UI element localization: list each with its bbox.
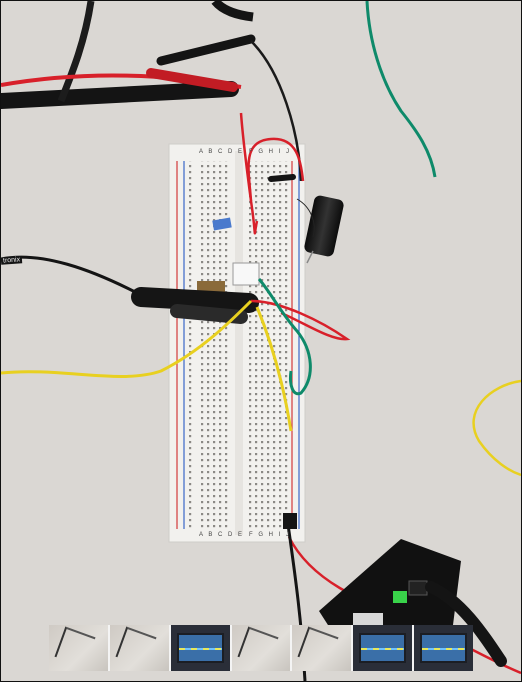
yellow-wire-1 [1, 299, 253, 378]
yellow-wire-loose [472, 379, 521, 477]
thumbnail-1[interactable] [49, 625, 108, 671]
bb-label-bottom-left: A B C D E [199, 532, 245, 538]
terminal-strip-right [247, 161, 279, 529]
thumbnail-3-scope[interactable] [170, 625, 230, 671]
green-wire-board [257, 278, 312, 396]
green-wire-loose [365, 1, 437, 178]
thumbnail-7-scope[interactable] [414, 625, 474, 671]
probe-brand-label: tronix [1, 256, 23, 265]
bb-label-top-left: A B C D E [199, 149, 245, 155]
thumbnail-6-scope[interactable] [353, 625, 413, 671]
thumbnail-4[interactable] [231, 625, 291, 671]
blue-resistor [212, 217, 232, 231]
probe-cable-top-lead [57, 1, 95, 103]
probe-cable-top [1, 81, 239, 109]
ic-chip [232, 262, 260, 286]
probe-body-mid [131, 287, 259, 313]
thumbnail-5[interactable] [292, 625, 352, 671]
thumbnail-filmstrip [49, 625, 474, 671]
thumbnail-2[interactable] [109, 625, 169, 671]
yellow-wire-2 [255, 306, 293, 432]
capacitor [304, 195, 344, 264]
bb-label-bottom-right: F G H I J [249, 532, 291, 538]
resistor [197, 281, 225, 293]
center-channel [235, 151, 243, 535]
breadboard [168, 143, 306, 543]
bb-label-top-right: F G H I J [249, 149, 291, 155]
